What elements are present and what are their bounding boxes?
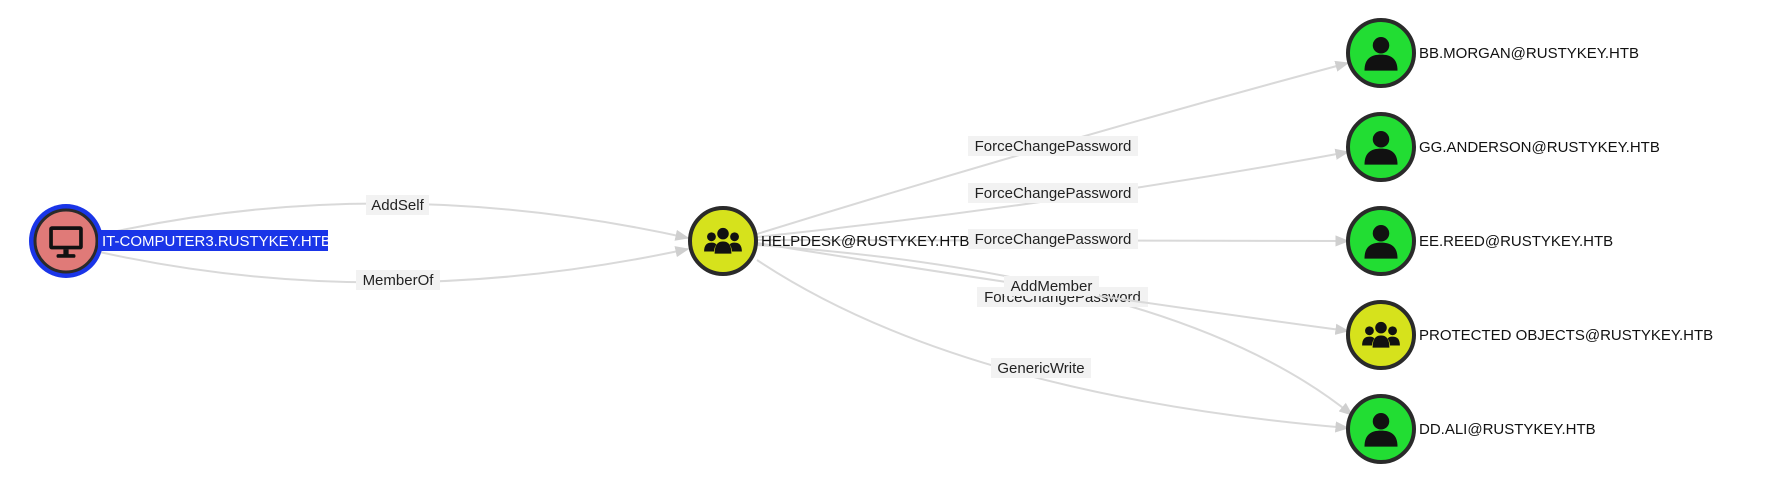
node-label-it-computer3: IT-COMPUTER3.RUSTYKEY.HTB — [102, 233, 331, 250]
edge-force-change-password-bbmorgan[interactable]: ForceChangePassword — [756, 60, 1350, 235]
edge-force-change-password-ddali[interactable]: ForceChangePassword — [756, 244, 1354, 416]
edge-label-force-change-password-eereed: ForceChangePassword — [975, 231, 1132, 248]
node-label-bb-morgan: BB.MORGAN@RUSTYKEY.HTB — [1419, 45, 1639, 62]
edge-label-addself: AddSelf — [371, 197, 424, 214]
node-label-helpdesk: HELPDESK@RUSTYKEY.HTB — [761, 233, 969, 250]
edge-force-change-password-eereed[interactable]: ForceChangePassword — [756, 229, 1350, 249]
edge-label-force-change-password-gganderson: ForceChangePassword — [975, 185, 1132, 202]
node-label-protected-objects: PROTECTED OBJECTS@RUSTYKEY.HTB — [1419, 327, 1713, 344]
edge-label-memberof: MemberOf — [363, 272, 435, 289]
node-bb-morgan[interactable]: BB.MORGAN@RUSTYKEY.HTB — [1346, 18, 1639, 88]
edge-addmember[interactable]: AddMember — [756, 242, 1350, 335]
node-label-ee-reed: EE.REED@RUSTYKEY.HTB — [1419, 233, 1613, 250]
edge-addself[interactable]: AddSelf — [94, 195, 690, 241]
selection-highlight — [98, 230, 328, 251]
edge-label-force-change-password-bbmorgan: ForceChangePassword — [975, 138, 1132, 155]
node-label-gg-anderson: GG.ANDERSON@RUSTYKEY.HTB — [1419, 139, 1660, 156]
node-ee-reed[interactable]: EE.REED@RUSTYKEY.HTB — [1346, 206, 1613, 276]
node-helpdesk[interactable]: HELPDESK@RUSTYKEY.HTB — [688, 206, 969, 276]
node-gg-anderson[interactable]: GG.ANDERSON@RUSTYKEY.HTB — [1346, 112, 1660, 182]
node-protected-objects[interactable]: PROTECTED OBJECTS@RUSTYKEY.HTB — [1346, 300, 1713, 370]
node-dd-ali[interactable]: DD.ALI@RUSTYKEY.HTB — [1346, 394, 1596, 464]
edge-memberof[interactable]: MemberOf — [94, 246, 690, 290]
edge-label-genericwrite: GenericWrite — [997, 360, 1084, 377]
node-label-dd-ali: DD.ALI@RUSTYKEY.HTB — [1419, 421, 1596, 438]
edge-force-change-password-gganderson[interactable]: ForceChangePassword — [756, 148, 1350, 238]
edge-genericwrite[interactable]: GenericWrite — [756, 259, 1350, 433]
edge-label-addmember: AddMember — [1011, 278, 1093, 295]
node-it-computer3[interactable]: IT-COMPUTER3.RUSTYKEY.HTB — [29, 204, 331, 278]
